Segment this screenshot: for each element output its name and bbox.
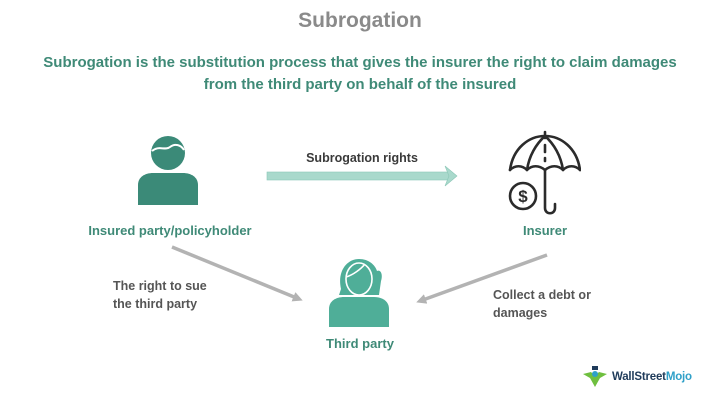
- collect-label-line2: damages: [493, 306, 548, 320]
- subrogation-rights-label: Subrogation rights: [306, 151, 418, 165]
- sue-arrow: [171, 245, 303, 302]
- person-female-icon: [329, 259, 389, 327]
- logo-text-part2: Mojo: [665, 371, 692, 383]
- person-male-icon: [138, 136, 198, 205]
- diagram-title: Subrogation: [298, 9, 422, 32]
- insured-label: Insured party/policyholder: [88, 223, 252, 238]
- subrogation-arrow: [266, 165, 458, 187]
- insurer-label: Insurer: [522, 223, 568, 238]
- svg-text:$: $: [518, 187, 528, 206]
- third-party-label: Third party: [326, 336, 394, 351]
- sue-label: The right to sue the third party: [113, 277, 207, 313]
- logo-text: WallStreetMojo: [612, 371, 692, 383]
- logo-text-part1: WallStreet: [612, 371, 666, 383]
- collect-label: Collect a debt or damages: [493, 286, 591, 322]
- diagram-subtitle: Subrogation is the substitution process …: [43, 54, 677, 93]
- sue-label-line2: the third party: [113, 297, 198, 311]
- sue-label-line1: The right to sue: [113, 279, 207, 293]
- logo-mascot-icon: [583, 366, 607, 387]
- collect-arrow: [416, 253, 548, 304]
- umbrella-dollar-icon: $: [508, 130, 581, 215]
- collect-label-line1: Collect a debt or: [493, 288, 591, 302]
- wallstreetmojo-logo: WallStreetMojo: [582, 366, 692, 388]
